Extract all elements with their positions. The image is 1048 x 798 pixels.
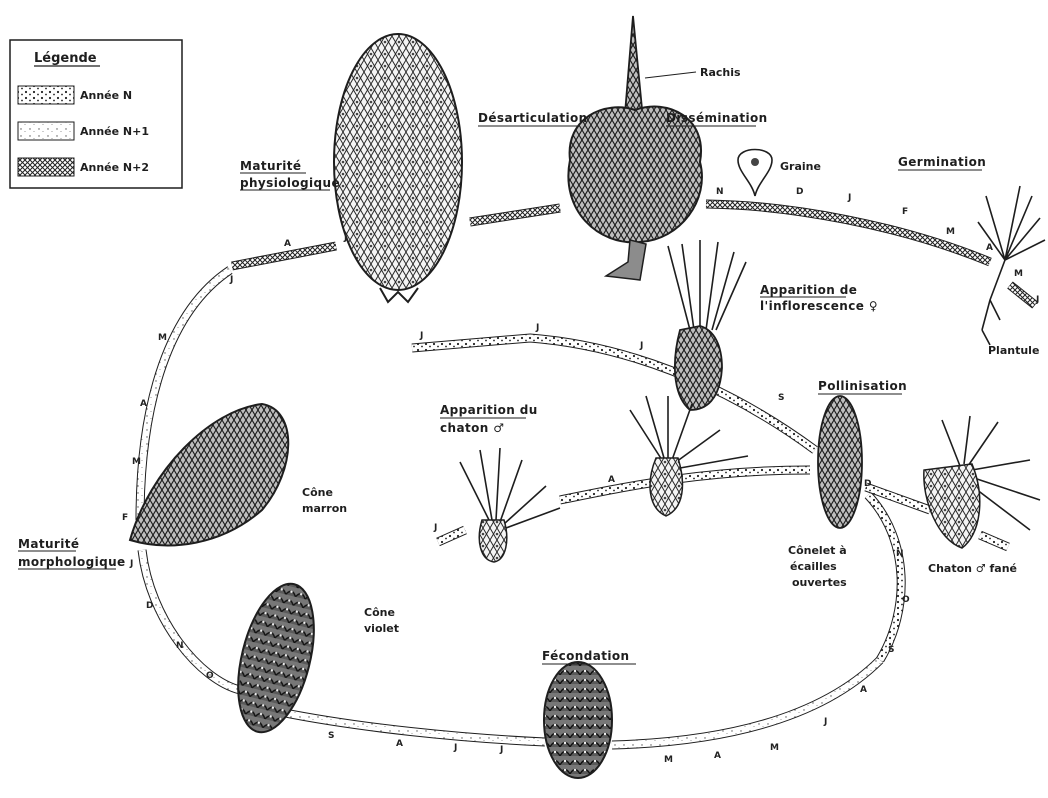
month-marker: D <box>864 479 871 489</box>
stage-apparition-chaton-line1: Apparition du <box>440 403 538 417</box>
label-chaton-fane: Chaton ♂ fané <box>928 562 1017 575</box>
mature-cone-illustration <box>334 34 462 302</box>
month-marker: M <box>158 333 167 343</box>
month-marker: N <box>896 549 904 559</box>
label-graine: Graine <box>780 160 821 173</box>
month-marker: J <box>847 193 851 203</box>
month-marker: M <box>664 755 673 765</box>
stage-pollinisation: Pollinisation <box>818 379 907 394</box>
label-cone-marron-2: marron <box>302 502 347 515</box>
male-chaton-left-illustration <box>460 448 560 562</box>
brown-cone-illustration <box>130 404 288 545</box>
female-inflorescence-illustration <box>668 240 746 410</box>
stage-apparition-inflorescence-line2: l'inflorescence ♀ <box>760 299 878 313</box>
stage-apparition-inflorescence-line1: Apparition de <box>760 283 857 297</box>
label-cone-violet-2: violet <box>364 622 399 635</box>
month-marker: J <box>433 523 437 533</box>
month-marker: M <box>770 743 779 753</box>
month-marker: A <box>140 399 147 409</box>
month-marker: A <box>860 685 867 695</box>
month-marker: F <box>902 207 908 217</box>
legend-label-year-n1: Année N+1 <box>80 125 149 138</box>
label-plantule: Plantule <box>988 344 1039 357</box>
stage-apparition-inflorescence: Apparition de l'inflorescence ♀ <box>760 283 878 313</box>
label-conelet-3: ouvertes <box>792 576 847 589</box>
stage-germination: Germination <box>898 155 986 170</box>
band-year-n1-lower-left-arc <box>142 550 240 690</box>
stage-fecondation-label: Fécondation <box>542 649 629 663</box>
male-chaton-middle-illustration <box>630 396 748 516</box>
fertilization-cone-illustration <box>544 662 612 778</box>
stage-pollinisation-label: Pollinisation <box>818 379 907 393</box>
month-marker: A <box>608 475 615 485</box>
month-marker: D <box>146 601 153 611</box>
stage-maturite-physiologique: Maturité physiologique <box>240 159 340 190</box>
stage-maturite-morphologique: Maturité morphologique <box>18 537 126 569</box>
legend: Légende Année N Année N+1 Année N+2 <box>10 40 182 188</box>
month-marker: M <box>132 457 141 467</box>
stage-fecondation: Fécondation <box>542 649 636 664</box>
label-conelet-1: Cônelet à <box>788 544 847 557</box>
stage-dissemination: Dissémination <box>666 111 768 126</box>
month-marker: J <box>499 745 503 755</box>
legend-swatch-year-n1 <box>18 122 74 140</box>
stage-germination-label: Germination <box>898 155 986 169</box>
month-marker: O <box>206 671 214 681</box>
month-marker: N <box>716 187 724 197</box>
stage-apparition-chaton: Apparition du chaton ♂ <box>440 403 538 435</box>
label-cone-marron-1: Cône <box>302 486 333 499</box>
month-marker: A <box>714 751 721 761</box>
legend-label-year-n2: Année N+2 <box>80 161 149 174</box>
month-marker: A <box>284 239 291 249</box>
month-marker: M <box>946 227 955 237</box>
month-marker: S <box>778 393 784 403</box>
month-marker: A <box>986 243 993 253</box>
month-marker: D <box>796 187 803 197</box>
month-marker: S <box>888 645 894 655</box>
legend-swatch-year-n2 <box>18 158 74 176</box>
faded-chaton-illustration <box>924 416 1040 548</box>
stage-maturite-morphologique-line2: morphologique <box>18 555 126 569</box>
stage-maturite-morphologique-line1: Maturité <box>18 537 79 551</box>
month-marker: J <box>129 559 133 569</box>
month-marker: J <box>535 323 539 333</box>
stage-maturite-physiologique-line1: Maturité <box>240 159 301 173</box>
month-marker: J <box>1035 295 1039 305</box>
stage-desarticulation: Désarticulation <box>478 111 588 126</box>
month-marker: A <box>396 739 403 749</box>
disarticulating-cone-illustration <box>568 16 702 280</box>
stage-maturite-physiologique-line2: physiologique <box>240 176 340 190</box>
month-marker: J <box>229 275 233 285</box>
stage-desarticulation-label: Désarticulation <box>478 111 588 125</box>
month-marker: S <box>328 731 334 741</box>
stage-apparition-chaton-line2: chaton ♂ <box>440 421 504 435</box>
legend-label-year-n: Année N <box>80 89 132 102</box>
month-marker: F <box>122 513 128 523</box>
month-marker: J <box>823 717 827 727</box>
month-marker: J <box>343 233 347 243</box>
label-conelet-2: écailles <box>790 560 837 573</box>
legend-swatch-year-n <box>18 86 74 104</box>
month-marker: J <box>639 341 643 351</box>
month-marker: N <box>176 641 184 651</box>
month-marker: M <box>1014 269 1023 279</box>
legend-title: Légende <box>34 51 97 66</box>
conelet-illustration <box>818 396 862 528</box>
label-cone-violet-1: Cône <box>364 606 395 619</box>
month-marker: J <box>453 743 457 753</box>
month-marker: O <box>902 595 910 605</box>
stage-dissemination-label: Dissémination <box>666 111 768 125</box>
label-rachis: Rachis <box>700 66 741 79</box>
seed-illustration <box>738 150 772 197</box>
month-marker: J <box>419 331 423 341</box>
